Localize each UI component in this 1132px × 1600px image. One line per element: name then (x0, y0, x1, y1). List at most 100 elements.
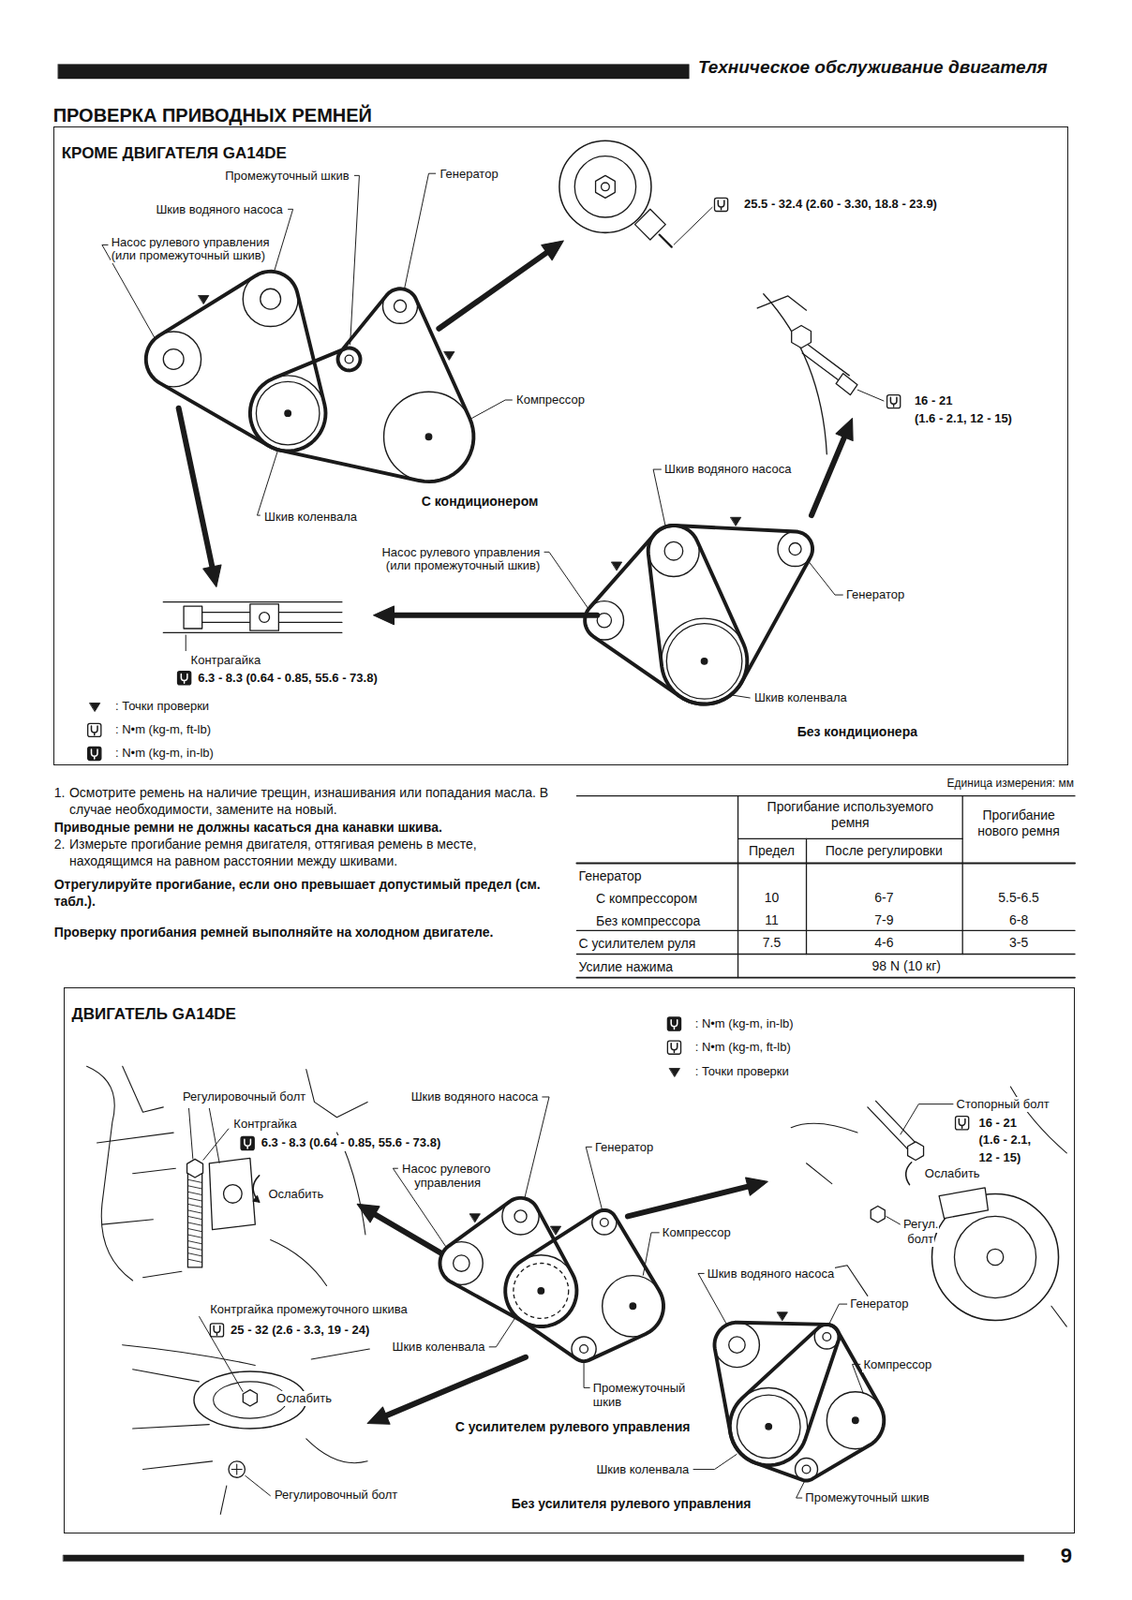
figure-caption: Без усилителя рулевого управления (510, 1495, 753, 1513)
steering-pump-pulley-hub (163, 349, 184, 371)
torque-icon-wrench (890, 397, 897, 407)
bolt-thread (187, 1179, 202, 1263)
steering-pump-pulley-hub (453, 1255, 470, 1272)
part-label: Насос рулевого (401, 1161, 492, 1177)
lock-nut-hole (259, 612, 270, 624)
leader-line (350, 175, 360, 345)
leader-line (585, 1146, 602, 1211)
torque-icon-wrench (244, 1139, 252, 1149)
drive-belt (146, 271, 327, 452)
torque-spec: 25.5 - 32.4 (2.60 - 3.30, 18.8 - 23.9) (743, 196, 939, 212)
drive-belt (648, 525, 813, 705)
loosen-arrow (906, 1162, 912, 1186)
part-label: Ослабить (923, 1166, 982, 1182)
leader-line (583, 1361, 591, 1388)
bolt-head (183, 606, 203, 629)
legend-entry: : Точки проверки (114, 699, 210, 715)
tensioner-nut (595, 175, 616, 198)
part-label: Шкив водяного насоса (410, 1089, 539, 1105)
water-pump-pulley-hub (260, 288, 282, 310)
table-cell: 7.5 (761, 935, 782, 953)
part-label: Промежуточный (592, 1381, 686, 1397)
table-cell: С компрессором (595, 890, 699, 908)
idler-pulley-hub (580, 1345, 589, 1355)
torque-icon-wrench (670, 1043, 678, 1054)
leader-line (857, 389, 884, 402)
lock-nut (187, 1159, 204, 1178)
water-pump-pulley-hub (729, 1337, 745, 1354)
adjusting-nut (835, 373, 858, 396)
torque-icon (209, 1324, 224, 1338)
part-label: Контрагайка (190, 653, 263, 669)
torque-icon (667, 1017, 681, 1031)
torque-icon-wrench (717, 200, 725, 210)
bracket-outline (938, 1188, 988, 1220)
table-cell: Генератор (578, 867, 643, 885)
compressor-pulley-hub (629, 1303, 637, 1311)
torque-spec: 6.3 - 8.3 (0.64 - 0.85, 55.6 - 73.8) (260, 1135, 443, 1151)
table-cell: 6-8 (1008, 912, 1029, 930)
lock-nut-block (250, 604, 279, 631)
idler-nut (242, 1390, 257, 1407)
torque-spec: 16 - 21 (978, 1116, 1018, 1132)
table-cell: Без компрессора (595, 912, 701, 930)
part-label: Шкив коленвала (753, 690, 849, 706)
engine-sketch (1051, 1306, 1067, 1327)
check-point-marker (551, 1226, 562, 1236)
tensioner-face (574, 156, 636, 218)
crankshaft-pulley-hub (700, 658, 708, 666)
alternator-shaft (986, 1249, 1003, 1266)
table-rule (576, 953, 1075, 955)
engine-sketch (806, 1163, 833, 1185)
adjusting-nut (908, 1142, 924, 1162)
adjusting-bolt-head (228, 1461, 245, 1478)
instruction-text: Осмотрите ремень на наличие трещин, изна… (68, 784, 555, 819)
crankshaft-pulley-ring (513, 1264, 569, 1320)
page-number: 9 (1059, 1543, 1073, 1570)
table-header: После регулировки (824, 843, 944, 861)
figure-caption: С кондиционером (420, 492, 540, 510)
table-cell: 5.5-6.5 (997, 890, 1041, 908)
part-label: Стопорный болт (955, 1097, 1051, 1113)
bracket-outline (757, 296, 806, 311)
bracket-hole (223, 1185, 243, 1205)
engine-sketch (96, 1132, 174, 1144)
torque-spec: 16 - 21 (913, 393, 954, 409)
check-point-marker (611, 562, 623, 571)
leader-line (471, 400, 513, 419)
part-label: шкив (592, 1395, 623, 1411)
torque-icon (240, 1136, 254, 1150)
torque-spec: (1.6 - 2.1, 12 - 15) (913, 411, 1013, 427)
legend-symbol (670, 1068, 681, 1077)
part-label: Промежуточный шкив (804, 1490, 930, 1506)
torque-icon (88, 746, 102, 760)
figure-panel: ДВИГАТЕЛЬ GA14DE (63, 987, 1075, 1535)
adjusting-bolt (187, 1174, 202, 1268)
tensioner-nut-hole (601, 182, 611, 192)
table-rule (738, 796, 964, 979)
instruction-text: Проверку прогибания ремней выполняйте на… (53, 923, 556, 941)
engine-sketch (133, 1425, 210, 1430)
part-label: Регулировочный болт (273, 1488, 399, 1504)
adjusting-bolt-head (870, 1206, 885, 1223)
engine-sketch (311, 1349, 370, 1360)
alternator-pulley-hub (599, 1219, 609, 1228)
drive-belt (505, 1210, 664, 1362)
leader-line (208, 1108, 220, 1164)
table-header: Предел (747, 843, 796, 861)
pointer-arrow-shaft (374, 1214, 442, 1253)
legend-entry: : N•m (kg-m, ft-lb) (694, 1040, 792, 1056)
part-label: Генератор (845, 587, 906, 603)
engine-sketch (87, 1066, 134, 1281)
table-cell: 11 (763, 912, 780, 930)
check-point-marker (469, 1214, 480, 1223)
leader-line (489, 1317, 516, 1348)
pointer-arrow-shaft (386, 1357, 526, 1416)
loosen-arrow (253, 1176, 260, 1203)
lock-bolt-shank (659, 235, 672, 248)
crankshaft-pulley-hub (765, 1424, 773, 1431)
alternator-pulley-hub (393, 299, 406, 313)
part-label: Генератор (438, 166, 499, 182)
table-cell: 98 N (10 кг) (871, 958, 942, 976)
part-label: Компрессор (515, 392, 586, 408)
